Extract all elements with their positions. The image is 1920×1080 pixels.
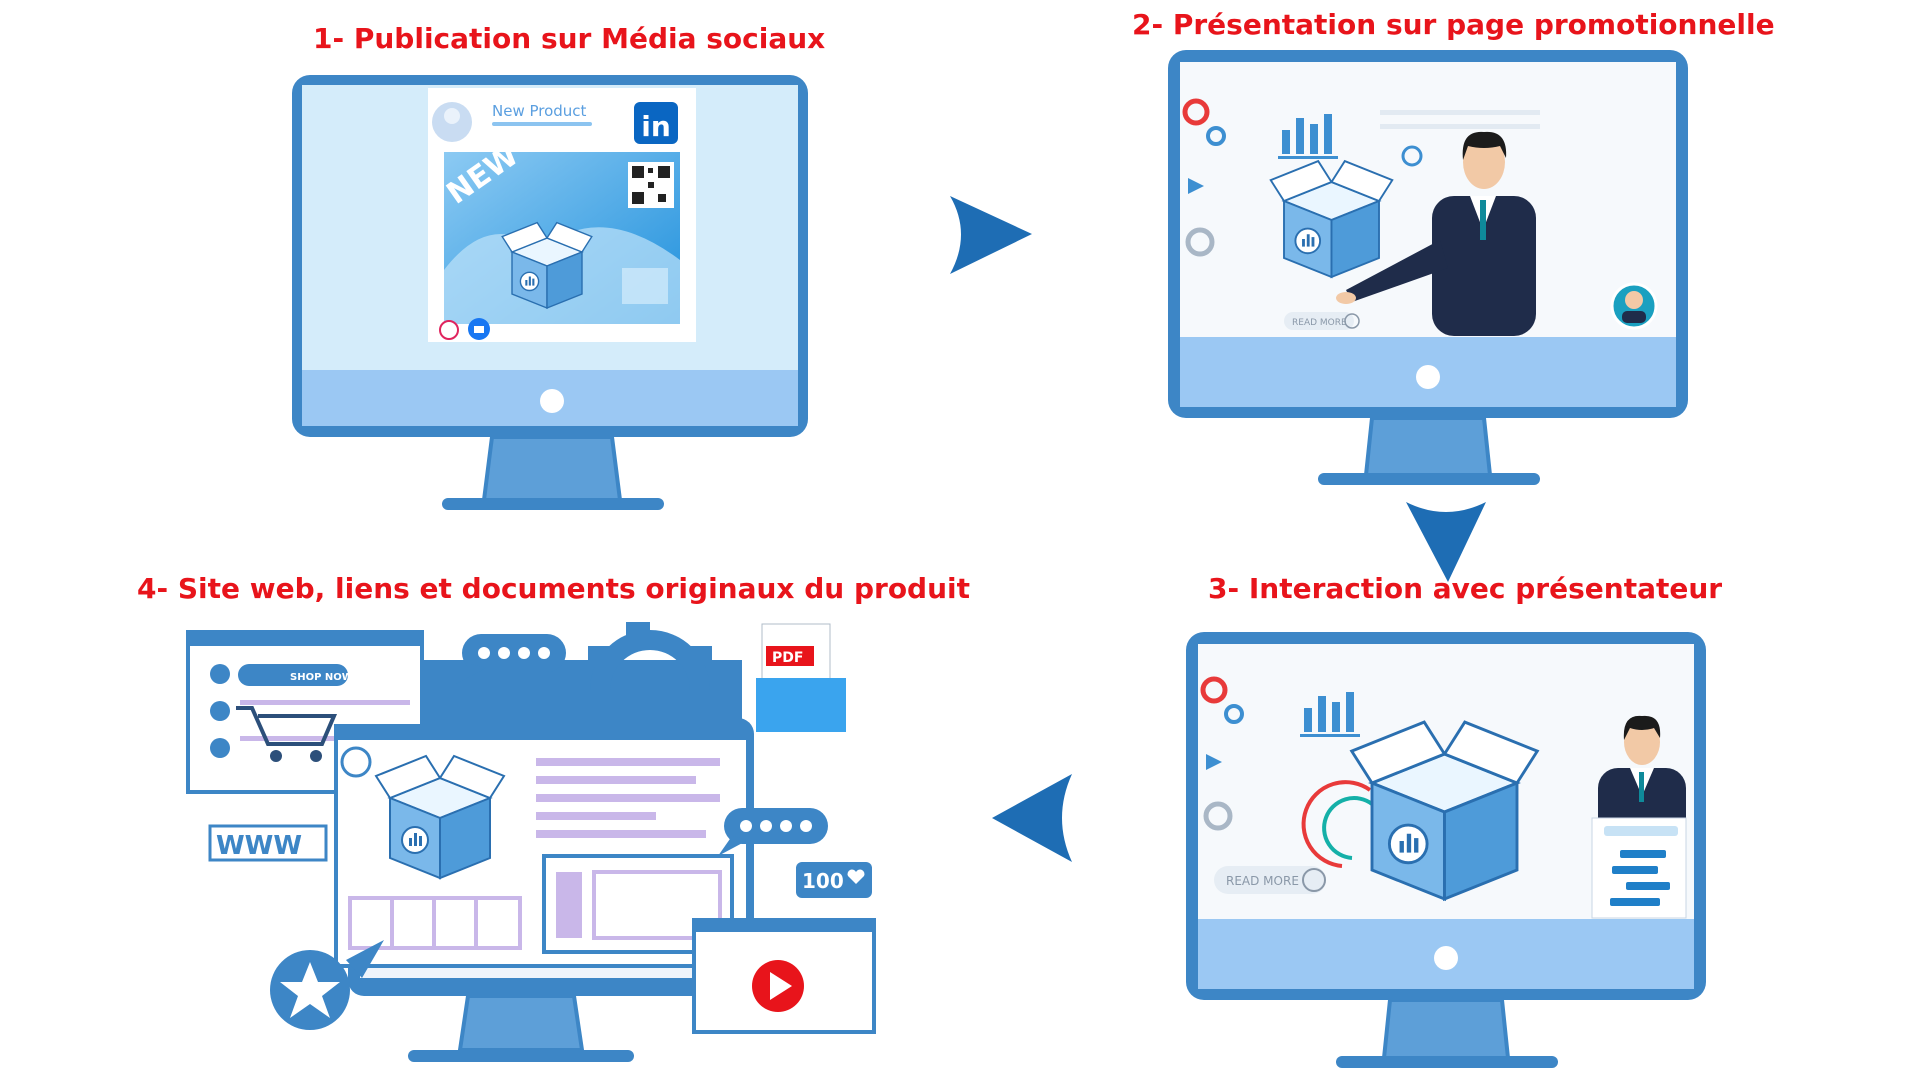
read-more-label: READ MORE [1226, 874, 1299, 888]
linkedin-icon [634, 102, 678, 144]
presenter-figure [1336, 131, 1536, 336]
star-badge-icon [270, 940, 384, 1030]
bar-chart-icon [1278, 114, 1338, 159]
pdf-folder-icon: PDF [756, 623, 846, 732]
chat-panel [1591, 817, 1687, 919]
social-post-card: in New Product NEW [428, 88, 696, 342]
arrow-step2-to-step3 [1406, 502, 1486, 582]
video-window [692, 918, 876, 1034]
interaction-content: READ MORE [1200, 676, 1687, 919]
bar-chart-icon [1300, 692, 1360, 737]
svg-text:WWW: WWW [216, 831, 302, 861]
qr-code-icon [628, 162, 674, 208]
chat-bubble-icon [718, 808, 828, 856]
chat-bubble-icon [456, 634, 566, 684]
step-2-title: 2- Présentation sur page promotionnelle [1132, 8, 1775, 41]
browser-window [334, 724, 750, 968]
post-product-label: New Product [492, 102, 587, 120]
step-3-title: 3- Interaction avec présentateur [1208, 572, 1723, 605]
shopping-cart-icon [236, 706, 338, 762]
shop-now-label: SHOP NOW [290, 672, 353, 683]
step-4-title: 4- Site web, liens et documents originau… [137, 572, 971, 605]
arrow-step1-to-step2 [950, 196, 1032, 274]
arrow-step3-to-step4 [992, 774, 1072, 862]
read-more-label: READ MORE [1292, 318, 1347, 328]
www-tag: WWW [208, 824, 328, 862]
heart-reaction-icon [439, 320, 459, 340]
svg-text:PDF: PDF [772, 650, 803, 666]
svg-text:100: 100 [802, 869, 844, 893]
step-1-title: 1- Publication sur Média sociaux [313, 22, 826, 55]
linkedin-label: in [641, 110, 671, 143]
promo-page-content: READ MORE [1182, 98, 1658, 336]
gear-icon [588, 622, 712, 690]
like-counter-badge: 100 [796, 862, 872, 898]
